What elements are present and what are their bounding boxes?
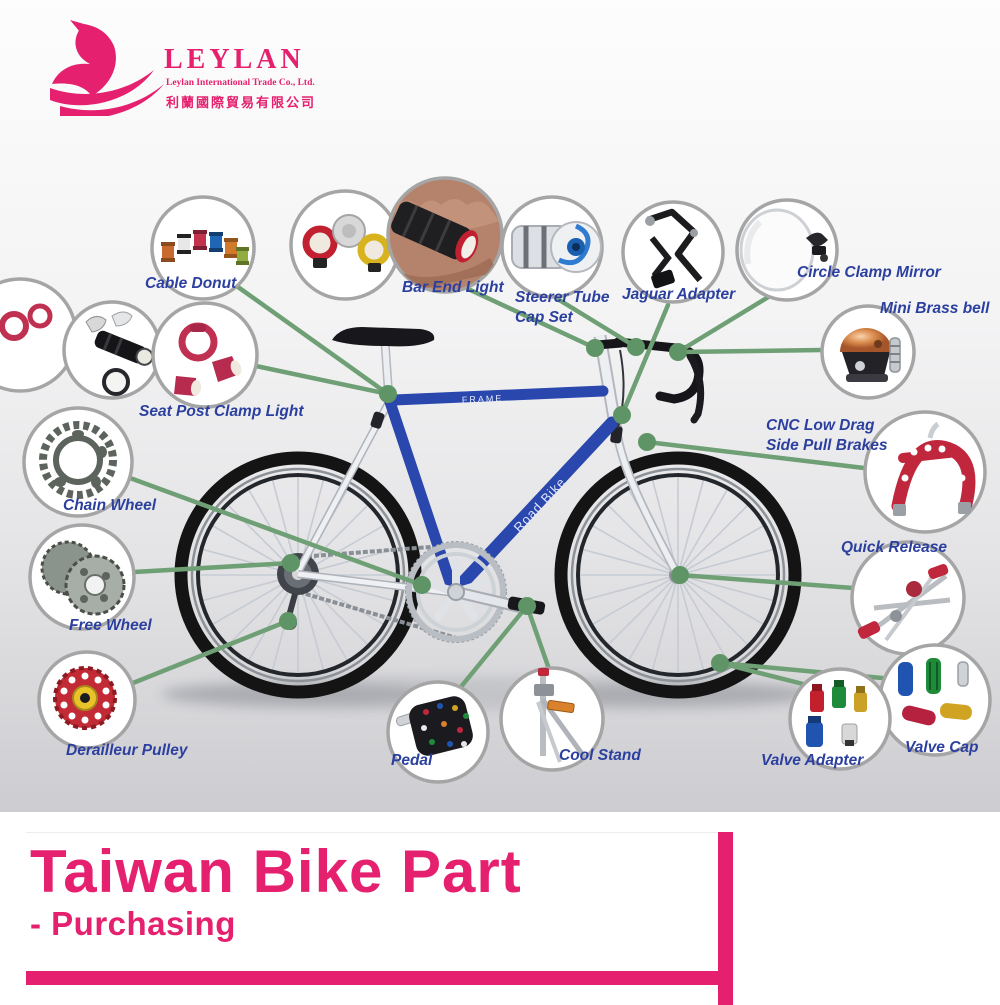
line-circle-clamp-mirror bbox=[675, 293, 773, 355]
page-title: Taiwan Bike Part bbox=[30, 838, 522, 905]
part-label-steerer-tube-cap-set: Steerer Tube Cap Set bbox=[515, 289, 610, 327]
line-bar-end-light bbox=[463, 285, 598, 351]
part-photo-derailleur-pulley bbox=[37, 650, 137, 750]
part-label-free-wheel: Free Wheel bbox=[69, 617, 152, 634]
part-label-valve-cap: Valve Cap bbox=[905, 739, 979, 756]
part-photo-chain-wheel bbox=[22, 406, 134, 518]
part-photo-jaguar-adapter bbox=[621, 200, 725, 304]
line-steerer-tube-cap-set bbox=[553, 295, 639, 350]
accent-bar-vertical bbox=[718, 832, 733, 1005]
part-label-jaguar-adapter: Jaguar Adapter bbox=[622, 286, 736, 303]
line-seat-post-clamp-light bbox=[253, 363, 391, 397]
part-label-cable-donut: Cable Donut bbox=[145, 275, 237, 292]
part-label-quick-release: Quick Release bbox=[841, 539, 947, 556]
part-label-circle-clamp-mirror: Circle Clamp Mirror bbox=[797, 264, 941, 281]
downtube-text: Road Bike bbox=[511, 474, 569, 535]
line-chain-wheel bbox=[127, 475, 425, 588]
part-label-derailleur-pulley: Derailleur Pulley bbox=[66, 742, 188, 759]
part-label-mini-brass-bell: Mini Brass bell bbox=[880, 300, 990, 317]
part-photo-mini-brass-bell bbox=[820, 304, 916, 400]
title-box bbox=[26, 832, 718, 986]
part-photo-valve-adapter bbox=[788, 667, 892, 771]
line-mini-brass-bell bbox=[675, 347, 825, 355]
accent-bar-horizontal bbox=[26, 971, 718, 985]
part-label-seat-post-clamp-light: Seat Post Clamp Light bbox=[139, 403, 304, 420]
title-band: Taiwan Bike Part - Purchasing bbox=[0, 812, 1000, 1005]
brand-subtitle: Leylan International Trade Co., Ltd. bbox=[166, 78, 315, 88]
brand-subtitle-chinese: 利蘭國際貿易有限公司 bbox=[166, 95, 317, 110]
part-label-cnc-side-pull-brakes: CNC Low Drag Side Pull Brakes bbox=[766, 417, 888, 455]
line-derailleur-pulley bbox=[130, 618, 291, 686]
part-label-valve-adapter: Valve Adapter bbox=[761, 752, 864, 769]
frame-text: FRAME bbox=[462, 393, 504, 405]
part-label-chain-wheel: Chain Wheel bbox=[63, 497, 157, 514]
diagram-stage: FRAME Road Bike bbox=[0, 0, 1000, 812]
part-label-bar-end-light: Bar End Light bbox=[402, 279, 504, 296]
connector-dots bbox=[279, 338, 729, 672]
line-free-wheel bbox=[131, 560, 294, 575]
line-quick-release bbox=[677, 572, 856, 591]
part-photo-bar-end-light bbox=[289, 176, 504, 301]
part-label-pedal: Pedal bbox=[391, 752, 433, 769]
part-photo-free-wheel bbox=[28, 523, 136, 631]
part-label-cool-stand: Cool Stand bbox=[559, 747, 641, 764]
part-photo-pedal bbox=[386, 680, 490, 784]
line-cnc-brakes bbox=[644, 439, 867, 471]
leylan-bird-logo bbox=[50, 20, 164, 116]
leylan-logo: LEYLAN Leylan International Trade Co., L… bbox=[26, 16, 326, 116]
line-cool-stand bbox=[524, 603, 552, 672]
part-photo-quick-release bbox=[850, 540, 966, 656]
part-photo-cable-donut bbox=[150, 195, 256, 301]
line-cable-donut bbox=[235, 284, 391, 397]
line-pedal bbox=[457, 603, 530, 691]
line-jaguar-adapter bbox=[619, 302, 671, 418]
part-photo-cool-stand bbox=[499, 666, 605, 772]
part-photo-circle-clamp-mirror bbox=[735, 198, 839, 302]
bike-illustration: FRAME Road Bike bbox=[181, 327, 795, 692]
page-subtitle: - Purchasing bbox=[30, 905, 236, 942]
bike-diagram-svg: FRAME Road Bike bbox=[0, 176, 992, 784]
part-photo-cnc-side-pull-brakes bbox=[863, 410, 987, 534]
part-photo-steerer-tube-cap-set bbox=[500, 195, 604, 299]
brand-wordmark: LEYLAN bbox=[164, 44, 305, 75]
line-valve-adapter bbox=[717, 660, 806, 687]
part-photo-seat-post-clamp-light bbox=[0, 277, 259, 409]
